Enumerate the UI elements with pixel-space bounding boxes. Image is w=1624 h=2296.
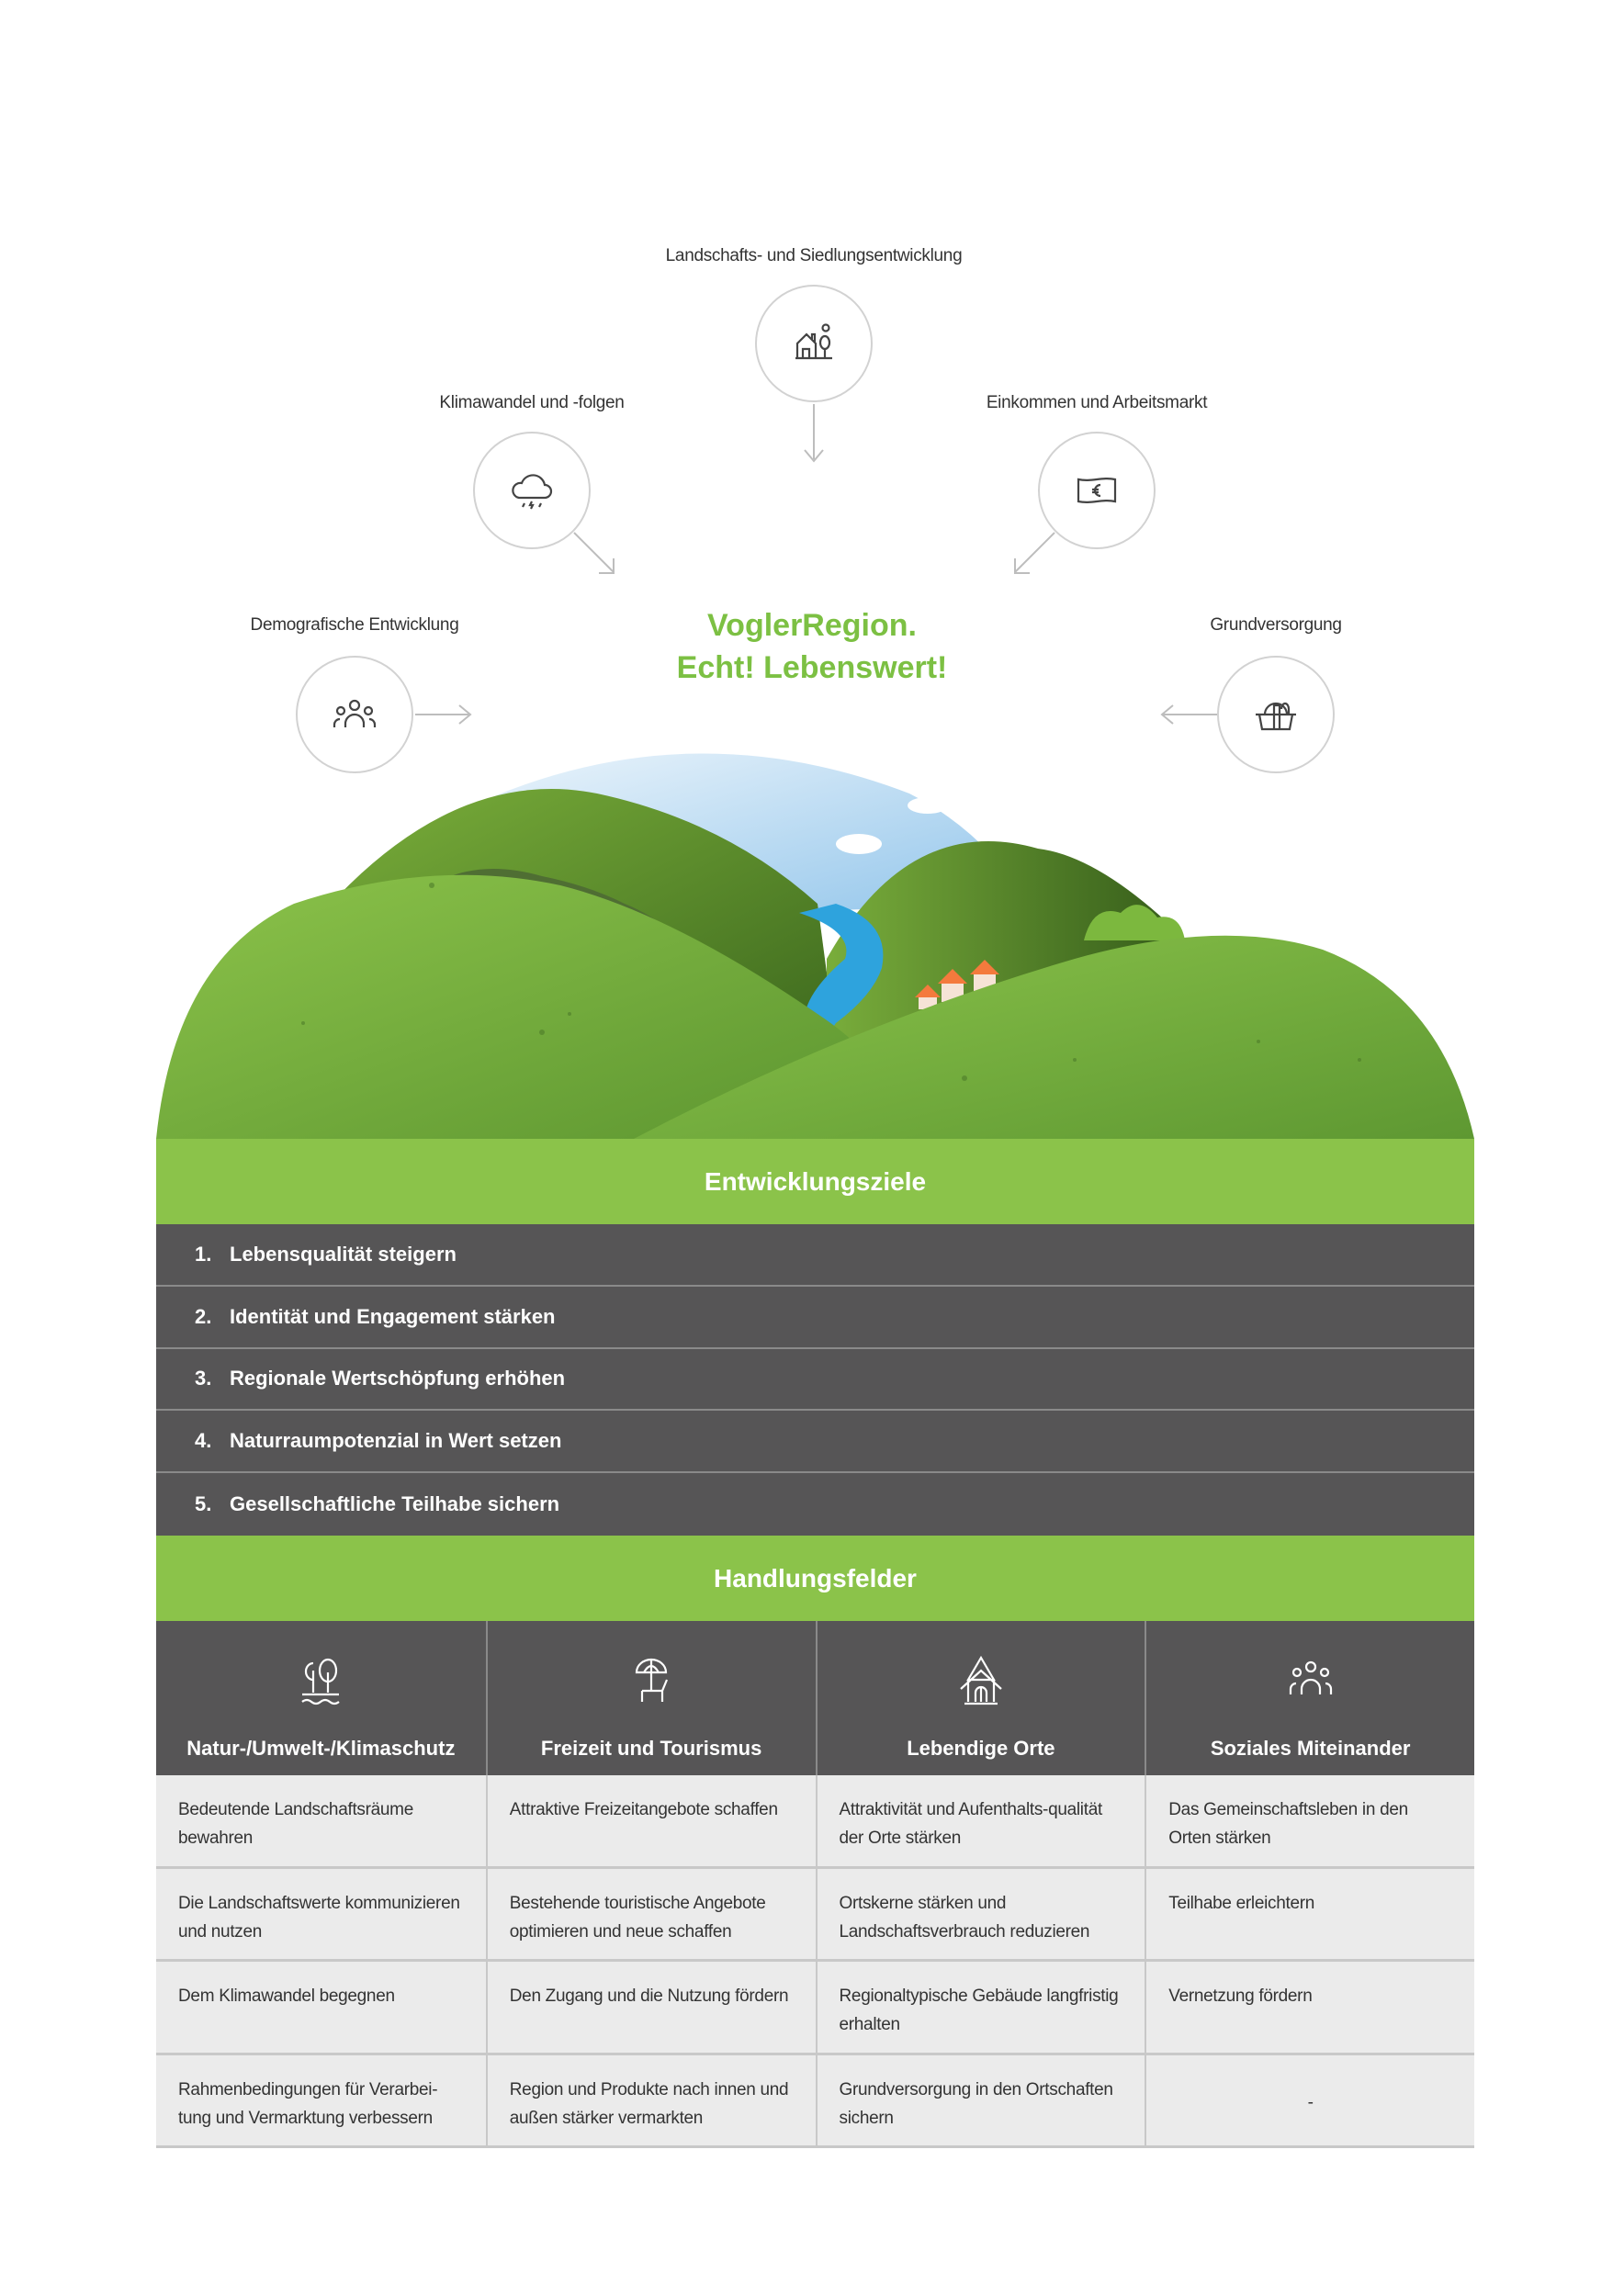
table-cell: Region und Produkte nach innen und außen…	[485, 2054, 816, 2148]
grass-dots	[301, 883, 1361, 1081]
influence-label-klima: Klimawandel und -folgen	[439, 393, 625, 412]
table-cell: Teilhabe erleichtern	[1145, 1868, 1474, 1962]
influence-arrows	[415, 404, 1217, 725]
table-cell: Dem Klimawandel begegnen	[156, 1962, 486, 2055]
goal-text: Identität und Engagement stärken	[230, 1304, 556, 1328]
hill-front-right	[634, 935, 1474, 1139]
influence-label-einkommen: Einkommen und Arbeitsmarkt	[986, 393, 1208, 412]
goal-text: Gesellschaftliche Teilhabe sichern	[230, 1492, 560, 1516]
table-cell: Vernetzung fördern	[1145, 1962, 1474, 2055]
table-cell: Bestehende touristische Angebote optimie…	[485, 1868, 816, 1962]
euro-banknote-icon	[1077, 478, 1117, 503]
column-title: Lebendige Orte	[907, 1737, 1055, 1760]
column-header: Soziales Miteinander	[1145, 1621, 1474, 1775]
timber-house-icon	[960, 1655, 1002, 1705]
goal-number: 1.	[195, 1242, 212, 1266]
landscape-illustration	[156, 753, 1474, 1139]
table-cell: Den Zugang und die Nutzung fördern	[485, 1962, 816, 2055]
goal-number: 4.	[195, 1429, 212, 1453]
influence-circle-demografie	[296, 656, 413, 773]
influence-circle-grundversorgung	[1217, 656, 1335, 773]
goal-item: 3. Regionale Wertschöpfung erhöhen	[156, 1348, 1474, 1412]
table-cell: Grundversorgung in den Ortschaften siche…	[815, 2054, 1145, 2148]
entwicklungsziele-heading: Entwicklungsziele	[156, 1139, 1474, 1224]
community-icon	[1289, 1660, 1332, 1694]
goal-text: Naturraumpotenzial in Wert setzen	[230, 1429, 562, 1453]
clouds	[836, 779, 1003, 854]
shopping-basket-icon	[1256, 702, 1296, 731]
title-line-2: Echt! Lebenswert!	[676, 650, 948, 685]
bush	[1084, 905, 1185, 940]
region-title: VoglerRegion. Echt! Lebenswert!	[677, 604, 948, 689]
cloud-storm-icon	[512, 474, 553, 510]
influence-label-demografie: Demografische Entwicklung	[250, 615, 459, 635]
river	[799, 904, 884, 1051]
goal-item: 1. Lebensqualität steigern	[156, 1224, 1474, 1287]
handlungsfelder-heading: Handlungsfelder	[156, 1536, 1474, 1621]
goal-item: 2. Identität und Engagement stärken	[156, 1286, 1474, 1349]
column-title: Soziales Miteinander	[1210, 1737, 1411, 1760]
hill-front-left	[156, 874, 884, 1139]
table-cell: Regionaltypische Gebäude langfristig erh…	[815, 1962, 1145, 2055]
column-header: Natur-/Umwelt-/Klimaschutz	[156, 1621, 486, 1775]
influence-circle-einkommen	[1038, 432, 1156, 549]
column-header: Freizeit und Tourismus	[485, 1621, 816, 1775]
title-line-1: VoglerRegion.	[707, 608, 917, 643]
table-cell: Attraktivität und Aufenthalts-qualität d…	[815, 1775, 1145, 1869]
beach-umbrella-icon	[636, 1658, 669, 1702]
influence-circle-landscape	[755, 285, 873, 402]
influence-label-landscape: Landschafts- und Siedlungsentwicklung	[665, 246, 963, 265]
goal-number: 5.	[195, 1492, 212, 1516]
goal-text: Regionale Wertschöpfung erhöhen	[230, 1367, 566, 1390]
influence-circle-klima	[473, 432, 591, 549]
goals-list: 1. Lebensqualität steigern 2. Identität un…	[156, 1224, 1474, 1536]
houses	[915, 960, 999, 1009]
column-title: Natur-/Umwelt-/Klimaschutz	[186, 1737, 456, 1760]
house-tree-icon	[795, 323, 832, 360]
table-cell: Attraktive Freizeitangebote schaffen	[485, 1775, 816, 1869]
goal-number: 2.	[195, 1304, 212, 1328]
table-cell: Ortskerne stärken und Landschaftsverbrau…	[815, 1868, 1145, 1962]
table-cell: Die Landschaftswerte kommunizieren und n…	[156, 1868, 486, 1962]
table-cell: Rahmenbedingungen für Verarbei-tung und …	[156, 2054, 486, 2148]
column-header: Lebendige Orte	[815, 1621, 1145, 1775]
handlungsfelder-table: Natur-/Umwelt-/Klimaschutz Freizeit und …	[156, 1621, 1474, 2148]
people-icon	[333, 699, 377, 727]
influence-label-grundversorgung: Grundversorgung	[1210, 615, 1342, 635]
column-title: Freizeit und Tourismus	[540, 1737, 762, 1760]
goal-item: 4. Naturraumpotenzial in Wert setzen	[156, 1411, 1474, 1474]
table-cell: Bedeutende Landschaftsräume bewahren	[156, 1775, 486, 1869]
trees-water-icon	[301, 1658, 341, 1705]
goal-text: Lebensqualität steigern	[230, 1242, 457, 1266]
table-cell: Das Gemeinschaftsleben in den Orten stär…	[1145, 1775, 1474, 1869]
goal-number: 3.	[195, 1367, 212, 1390]
table-cell-empty: -	[1145, 2054, 1474, 2148]
goal-item: 5. Gesellschaftliche Teilhabe sichern	[156, 1473, 1474, 1536]
